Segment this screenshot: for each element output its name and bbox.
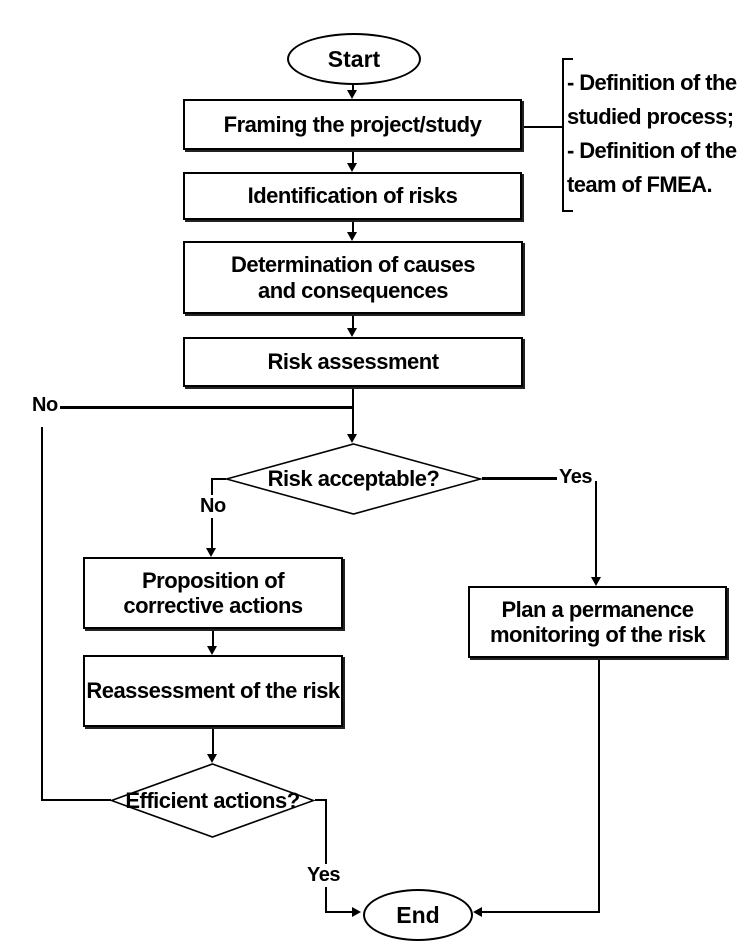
annotation-bracket-bottom-tick [562, 210, 573, 212]
annotation-line-3: - Definition of the [567, 138, 737, 163]
arrowhead-down [206, 548, 216, 557]
edge-feedback-bottom [41, 799, 111, 801]
node-end: End [363, 889, 473, 941]
node-identification: Identification of risks [183, 172, 522, 220]
edge-risk-acceptable-no-h [212, 478, 226, 480]
edge-risk-assessment-diamond [352, 387, 354, 435]
node-start: Start [287, 33, 421, 85]
edge-efficient-yes-v [325, 799, 327, 912]
edge-start-framing [352, 85, 354, 91]
arrowhead-left [473, 907, 482, 917]
node-risk-acceptable-label: Risk acceptable? [267, 466, 440, 491]
diamond-shape [109, 763, 316, 838]
edge-label-feedback-no: No [30, 394, 60, 417]
edge-label-risk-acceptable-yes: Yes [557, 466, 594, 489]
arrowhead-down [347, 232, 357, 241]
arrowhead-down [591, 577, 601, 586]
edge-reassessment-efficient [212, 727, 214, 756]
edge-efficient-yes-h2 [325, 911, 352, 913]
connector-framing-annotation [522, 126, 563, 128]
node-determination-label: Determination of causes and consequences [230, 252, 476, 303]
annotation-line-1: - Definition of the [567, 70, 737, 95]
annotation-line-2: studied process; [567, 104, 734, 129]
edge-framing-identification [352, 150, 354, 165]
edge-feedback-horizontal [58, 406, 354, 409]
edge-proposition-reassessment [212, 629, 214, 648]
arrowhead-down [347, 328, 357, 337]
edge-risk-acceptable-yes-v [595, 481, 597, 578]
edge-label-risk-acceptable-no: No [198, 495, 228, 518]
node-proposition-label: Proposition of corrective actions [123, 567, 303, 618]
node-reassessment: Reassessment of the risk [83, 655, 343, 727]
node-reassessment-label: Reassessment of the risk [86, 678, 340, 704]
edge-risk-acceptable-yes-h [482, 477, 560, 480]
annotation-line-4: team of FMEA. [567, 172, 713, 197]
node-proposition: Proposition of corrective actions [83, 557, 343, 629]
arrowhead-down [347, 163, 357, 172]
edge-plan-end-v [598, 658, 600, 913]
annotation-bracket [562, 58, 564, 212]
arrowhead-down [347, 434, 357, 443]
node-determination: Determination of causes and consequences [183, 241, 523, 314]
node-plan-label: Plan a permanence monitoring of the risk [489, 596, 706, 647]
node-plan: Plan a permanence monitoring of the risk [468, 586, 727, 658]
edge-identification-determination [352, 220, 354, 233]
node-efficient-actions-label: Efficient actions? [125, 787, 300, 813]
edge-label-efficient-yes: Yes [305, 864, 342, 887]
node-risk-assessment: Risk assessment [183, 337, 523, 387]
arrowhead-down [207, 754, 217, 763]
edge-determination-risk-assessment [352, 314, 354, 330]
node-efficient-actions: Efficient actions? [109, 763, 316, 838]
diamond-shape [223, 443, 484, 515]
node-identification-label: Identification of risks [247, 183, 458, 209]
node-risk-assessment-label: Risk assessment [267, 349, 439, 375]
node-framing: Framing the project/study [183, 99, 522, 150]
arrowhead-down [347, 90, 357, 99]
annotation-text: - Definition of the studied process; - D… [567, 66, 737, 202]
node-end-label: End [396, 901, 440, 928]
arrowhead-right [352, 907, 361, 917]
edge-feedback-vertical [41, 427, 43, 801]
node-risk-acceptable: Risk acceptable? [223, 443, 484, 515]
edge-plan-end-h [482, 911, 599, 913]
node-framing-label: Framing the project/study [223, 111, 482, 137]
annotation-bracket-top-tick [562, 58, 573, 60]
edge-efficient-yes-h1 [315, 799, 326, 801]
arrowhead-down [207, 646, 217, 655]
node-start-label: Start [327, 45, 381, 72]
